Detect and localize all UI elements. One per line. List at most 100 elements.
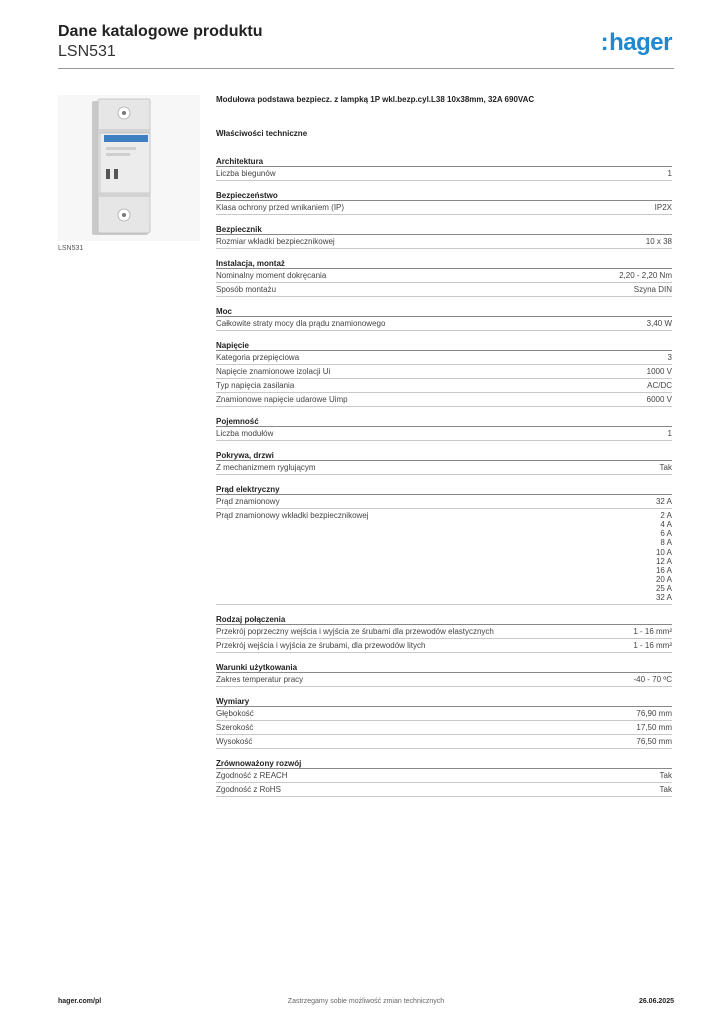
spec-value: Tak (659, 463, 672, 472)
spec-value: 1 - 16 mm² (633, 626, 672, 636)
spec-row: Znamionowe napięcie udarowe Uimp 6000 V (216, 393, 672, 407)
spec-values: 1 (668, 169, 672, 179)
spec-values: 1 - 16 mm² (633, 641, 672, 651)
logo-mark: : (600, 29, 609, 56)
spec-label: Przekrój wejścia i wyjścia ze śrubami, d… (216, 640, 426, 650)
spec-row: Prąd znamionowy wkładki bezpiecznikowej 2… (216, 509, 672, 605)
section-title: Instalacja, montaż (216, 258, 672, 269)
spec-value: 20 A (655, 575, 672, 585)
spec-label: Wysokość (216, 736, 253, 746)
spec-value: 3,40 W (646, 319, 672, 328)
header-divider (58, 68, 674, 69)
spec-values: 17,50 mm (636, 723, 672, 733)
spec-values: Szyna DIN (634, 285, 672, 295)
spec-value: 8 A (660, 538, 672, 548)
spec-label: Szerokość (216, 722, 254, 732)
spec-values: Tak (660, 771, 672, 781)
spec-label: Zgodność z RoHS (216, 784, 281, 794)
spec-row: Sposób montażu Szyna DIN (216, 283, 672, 297)
spec-label: Napięcie znamionowe izolacji Ui (216, 367, 331, 376)
spec-content: Modułowa podstawa bezpiecz. z lampką 1P … (216, 95, 672, 806)
spec-row: Przekrój poprzeczny wejścia i wyjścia ze… (216, 625, 672, 639)
spec-value: AC/DC (647, 381, 672, 390)
spec-value: Tak (659, 770, 672, 780)
section-title: Moc (216, 306, 672, 317)
spec-label: Głębokość (216, 708, 254, 718)
spec-label: Kategoria przepięciowa (216, 353, 300, 362)
spec-value: 6 A (660, 529, 672, 539)
section-title: Bezpiecznik (216, 224, 672, 235)
spec-label: Całkowite straty mocy dla prądu znamiono… (216, 319, 386, 328)
spec-value: 17,50 mm (636, 722, 672, 732)
spec-label: Znamionowe napięcie udarowe Uimp (216, 395, 348, 404)
spec-label: Typ napięcia zasilania (216, 381, 295, 390)
spec-row: Zakres temperatur pracy-40 - 70 ºC (216, 673, 672, 687)
spec-value: 2,20 - 2,20 Nm (619, 271, 672, 280)
spec-value: 4 A (660, 520, 672, 530)
spec-values: Tak (660, 463, 672, 473)
spec-value: 10 x 38 (645, 237, 672, 246)
spec-values: 3 (668, 353, 672, 363)
spec-row: Rozmiar wkładki bezpiecznikowej 10 x 38 (216, 235, 672, 249)
spec-value: Szyna DIN (633, 285, 672, 294)
spec-value: Tak (659, 784, 672, 794)
spec-values: Tak (660, 785, 672, 795)
section-title: Zrównoważony rozwój (216, 758, 672, 769)
spec-values: 1000 V (647, 367, 672, 377)
logo-text: hager (609, 29, 672, 56)
spec-label: Prąd znamionowy wkładki bezpiecznikowej (216, 511, 369, 520)
spec-label: Zakres temperatur pracy (216, 674, 304, 684)
spec-values: 76,50 mm (636, 737, 672, 747)
spec-label: Klasa ochrony przed wnikaniem (IP) (216, 203, 345, 212)
spec-value: IP2X (654, 203, 672, 212)
spec-value: 1000 V (646, 367, 672, 376)
spec-label: Rozmiar wkładki bezpiecznikowej (216, 237, 335, 246)
spec-row: Całkowite straty mocy dla prądu znamiono… (216, 317, 672, 331)
spec-value: 16 A (655, 565, 672, 575)
spec-value: 76,50 mm (636, 736, 672, 746)
spec-values: 1 (668, 429, 672, 439)
spec-label: Sposób montażu (216, 285, 277, 294)
footer-date: 26.06.2025 (638, 998, 674, 1005)
spec-row: Klasa ochrony przed wnikaniem (IP) IP2X (216, 201, 672, 215)
spec-values: 6000 V (647, 395, 672, 405)
spec-value: 1 - 16 mm² (633, 640, 672, 650)
spec-values: IP2X (655, 203, 672, 213)
spec-values: AC/DC (647, 381, 672, 391)
spec-label: Przekrój poprzeczny wejścia i wyjścia ze… (216, 626, 494, 636)
spec-values: 10 x 38 (646, 237, 672, 247)
spec-value: 12 A (655, 556, 672, 566)
section-title: Warunki użytkowania (216, 662, 672, 673)
spec-value: 3 (667, 353, 672, 362)
spec-row: Kategoria przepięciowa 3 (216, 351, 672, 365)
spec-row: Szerokość 17,50 mm (216, 721, 672, 735)
section-title: Prąd elektryczny (216, 484, 672, 495)
hager-logo: :hager (600, 29, 673, 57)
product-photo (58, 95, 200, 241)
spec-value: 25 A (655, 584, 672, 594)
spec-value: 32 A (655, 497, 672, 506)
spec-values: 32 A (656, 497, 672, 507)
spec-values: 76,90 mm (636, 709, 672, 719)
spec-value: 10 A (655, 547, 672, 557)
spec-row: Napięcie znamionowe izolacji Ui 1000 V (216, 365, 672, 379)
